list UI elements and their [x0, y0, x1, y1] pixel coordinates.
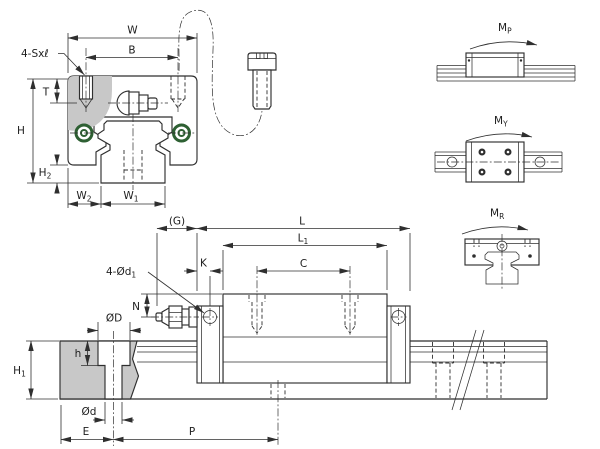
side-view-dimensions: (G) L L1 K C 4-Ød1 N ØD [13, 216, 411, 444]
screw-note: 4-Sxℓ [21, 48, 49, 60]
dim-label-h1-base: H [13, 365, 21, 377]
bolt-shank [252, 69, 272, 110]
dim-label-g: (G) [169, 216, 185, 228]
dim-label-w1-base: W [123, 190, 134, 202]
dim-label-h2-base: H [39, 167, 47, 179]
dim-label-b: B [128, 45, 135, 57]
rail-cross-section [59, 331, 140, 446]
dim-label-l: L [299, 216, 305, 228]
mount-hole-d1-right [390, 308, 407, 326]
moment-pitch-label: MP [498, 22, 512, 36]
dim-label-w2-sub: 2 [87, 195, 92, 204]
dim-label-h1: H1 [13, 365, 26, 379]
dim-label-c: C [300, 258, 307, 270]
moment-yaw-base: M [494, 115, 503, 127]
dim-label-w: W [127, 25, 138, 37]
side-profile-view: (G) L L1 K C 4-Ød1 N ØD [13, 216, 548, 446]
dim-label-e: E [83, 426, 90, 438]
dim-label-h-small: h [75, 348, 82, 360]
dim-label-w1-sub: 1 [134, 195, 139, 204]
dim-label-od-small: Ød [82, 406, 97, 418]
grease-nipple-side [151, 305, 199, 329]
bolt-leader-curve [178, 9, 263, 136]
dim-label-w2: W2 [76, 190, 91, 204]
roll-bore-dot [472, 254, 476, 258]
rail-break-lines [451, 329, 485, 411]
dim-label-l1-sub: 1 [304, 237, 309, 246]
dim-label-k: K [200, 258, 208, 270]
moment-diagram-roll: MR [461, 208, 540, 289]
moment-roll-label: MR [490, 208, 504, 222]
dim-label-p: P [189, 426, 195, 438]
dim-label-w1: W1 [123, 190, 138, 204]
yaw-arrow [465, 131, 533, 142]
roll-arrow [461, 224, 529, 235]
hole-note-base: 4-Ød [106, 266, 131, 278]
mounting-bolt [178, 9, 277, 136]
block-body-side [222, 293, 388, 384]
dim-label-l1: L1 [298, 233, 309, 247]
mount-hole-d1-left [202, 308, 218, 326]
hole-note: 4-Ød1 [106, 266, 136, 280]
moment-yaw-label: MY [494, 115, 508, 129]
bolt-head [247, 52, 277, 71]
pitch-block [465, 52, 525, 78]
tapped-hole-right [170, 48, 186, 112]
moment-pitch-base: M [498, 22, 507, 34]
grease-nipple-front [108, 90, 168, 116]
rail-profile [97, 120, 169, 184]
dim-label-h2: H2 [39, 167, 52, 181]
dim-label-h: H [17, 125, 25, 137]
rail-hidden-holes [432, 342, 505, 398]
block-tapped-holes-hidden [248, 266, 359, 337]
end-plate-right [386, 305, 411, 384]
front-cross-section-view: W B 4-Sxℓ T H H2 W2 W1 [17, 25, 198, 208]
dim-label-od-cap: ØD [106, 313, 122, 325]
dim-label-t: T [42, 87, 50, 99]
dim-label-n: N [132, 301, 140, 313]
roll-nipple-center [499, 243, 505, 249]
moment-yaw-sub: Y [502, 120, 508, 129]
pitch-arrow [469, 39, 538, 50]
moment-diagram-yaw: MY [434, 115, 563, 183]
dim-label-w2-base: W [76, 190, 87, 202]
dim-label-h2-sub: 2 [47, 172, 52, 181]
dim-label-l1-base: L [298, 233, 304, 245]
rail-hole-under-block [270, 380, 286, 446]
moment-pitch-sub: P [507, 27, 512, 36]
moment-roll-base: M [490, 208, 499, 220]
dim-label-h1-sub: 1 [21, 370, 26, 379]
front-view-dimensions: W B 4-Sxℓ T H H2 W2 W1 [17, 25, 198, 208]
roll-bore-dot [528, 254, 532, 258]
hole-note-sub: 1 [131, 271, 136, 280]
moment-diagram-pitch: MP [436, 22, 576, 82]
moment-roll-sub: R [499, 212, 504, 221]
